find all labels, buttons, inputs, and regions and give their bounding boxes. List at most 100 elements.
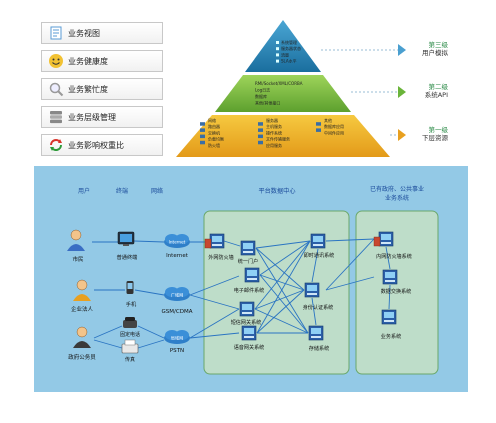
resource-icon — [200, 140, 205, 145]
level-3-item: SLA水平 — [281, 58, 297, 64]
center-node-label: 外网防火墙 — [208, 254, 233, 261]
gov-node-label: 数据交换系统 — [381, 288, 412, 295]
user-label: 市民 — [72, 255, 84, 263]
connection-line — [133, 240, 165, 243]
menu-item-1[interactable]: 业务视图 — [41, 22, 163, 44]
connection-line — [254, 240, 311, 310]
level-1-item: 中间件应用 — [324, 129, 344, 135]
instant-messaging-icon — [310, 233, 326, 249]
user-label: 企业法人 — [71, 305, 94, 313]
internet-cloud-icon: Internet — [164, 234, 190, 248]
network-architecture-diagram: Internet广域网局域网 用户终端网络平台数据中心已有政府、公共事业业务系统… — [34, 166, 468, 392]
cloud-network-label: PSTN — [170, 348, 184, 354]
column-header-gov2: 业务系统 — [385, 194, 409, 202]
menu-item-label: 业务影响权重比 — [68, 140, 124, 150]
voice-gateway-icon — [241, 325, 257, 341]
resource-icon — [258, 122, 263, 126]
pyramid-level-3 — [245, 20, 321, 72]
level-2-item: 其他/其他接口 — [255, 100, 280, 106]
internal-firewall-icon — [373, 231, 394, 247]
layer-1-number: 第一级 — [428, 126, 449, 134]
cloud-label: 局域网 — [171, 335, 184, 342]
layer-2-label: 第二级 系统API — [408, 83, 448, 99]
desktop-terminal-icon — [117, 231, 135, 246]
connection-line — [325, 238, 375, 242]
enterprise-icon — [73, 279, 91, 301]
wan-cloud-icon: 广域网 — [164, 287, 190, 301]
connection-line — [259, 274, 305, 291]
external-firewall-icon — [204, 233, 225, 249]
level-2-item: 数据库 — [255, 93, 267, 99]
level-1-item: 文件传输服务 — [266, 136, 290, 142]
connection-line — [311, 248, 319, 283]
resource-icon — [316, 128, 321, 132]
connection-line — [259, 274, 309, 334]
menu-item-3[interactable]: 业务繁忙度 — [41, 78, 163, 100]
menu-item-2[interactable]: 业务健康度 — [41, 50, 163, 72]
resource-icon — [258, 128, 263, 132]
connection-line — [256, 240, 311, 334]
menu-item-label: 业务繁忙度 — [68, 84, 108, 94]
pyramid-level-1 — [176, 115, 390, 157]
level-1-item: 应用服务 — [266, 142, 282, 148]
connection-line — [189, 308, 240, 339]
level-1-item: 数据库应用 — [324, 123, 344, 129]
storage-system-icon — [308, 325, 324, 341]
menu-item-label: 业务健康度 — [68, 56, 108, 66]
pyramid-level-2 — [215, 75, 351, 112]
bullet-icon — [276, 59, 279, 63]
resource-icon — [200, 122, 205, 126]
cloud-label: 广域网 — [171, 292, 184, 299]
center-node-label: 统一门户 — [238, 258, 258, 265]
level-1-item: 主机服务 — [266, 123, 282, 129]
mobile-phone-icon — [126, 281, 134, 294]
menu-item-label: 业务层级管理 — [68, 112, 116, 122]
citizen-icon — [67, 229, 85, 251]
gov-node-label: 业务系统 — [381, 333, 401, 340]
menu-item-5[interactable]: 业务影响权重比 — [41, 134, 163, 156]
level-1-group-title: 网络 — [208, 117, 216, 123]
level-3-item: 流量 — [281, 51, 289, 57]
unified-portal-icon — [240, 240, 256, 256]
level-3-item: 系统管理 — [281, 39, 297, 45]
layer-3-number: 第三级 — [428, 41, 449, 49]
resource-icon — [316, 122, 321, 126]
terminal-label: 固定电话 — [120, 331, 140, 338]
connection-line — [189, 332, 240, 339]
level-1-item: 交换机 — [208, 129, 220, 135]
resource-icon — [258, 134, 263, 139]
layer-2-title: 系统API — [424, 91, 448, 99]
layer-3-title: 用户模拟 — [422, 49, 448, 57]
resource-icon — [258, 140, 263, 145]
gov-node-label: 内网防火墙系统 — [376, 253, 412, 260]
arrow-level-2-icon — [398, 86, 406, 98]
layer-3-label: 第三级 用户模拟 — [408, 41, 448, 57]
layer-1-title: 下层资源 — [422, 134, 448, 142]
connection-line — [223, 240, 241, 247]
connection-line — [255, 247, 305, 291]
layer-1-label: 第一级 下层资源 — [408, 126, 448, 142]
center-node-label: 即时通讯系统 — [304, 252, 335, 259]
level-2-item: RMI/Socket/XML/CORBA — [255, 81, 303, 86]
data-exchange-icon — [382, 269, 398, 285]
connection-line — [385, 246, 391, 270]
menu-item-4[interactable]: 业务层级管理 — [41, 106, 163, 128]
connection-line — [255, 240, 311, 249]
refresh-icon — [48, 137, 64, 153]
smiley-icon — [48, 53, 64, 69]
cloud-network-label: GSM/CDMA — [162, 309, 193, 315]
landline-phone-icon — [123, 317, 137, 328]
resource-icon — [200, 134, 205, 139]
official-icon — [73, 326, 91, 348]
level-1-item: 防火墙 — [208, 142, 220, 148]
magnifier-icon — [48, 81, 64, 97]
arrow-level-1-icon — [398, 129, 406, 141]
center-node-label: 语音网关系统 — [234, 344, 265, 351]
arrow-level-3-icon — [398, 44, 406, 56]
database-icon — [48, 109, 64, 125]
connection-line — [311, 297, 317, 326]
column-header-users: 用户 — [78, 187, 90, 195]
connection-line — [189, 294, 240, 310]
column-header-center: 平台数据中心 — [258, 187, 295, 195]
connection-line — [325, 276, 375, 291]
